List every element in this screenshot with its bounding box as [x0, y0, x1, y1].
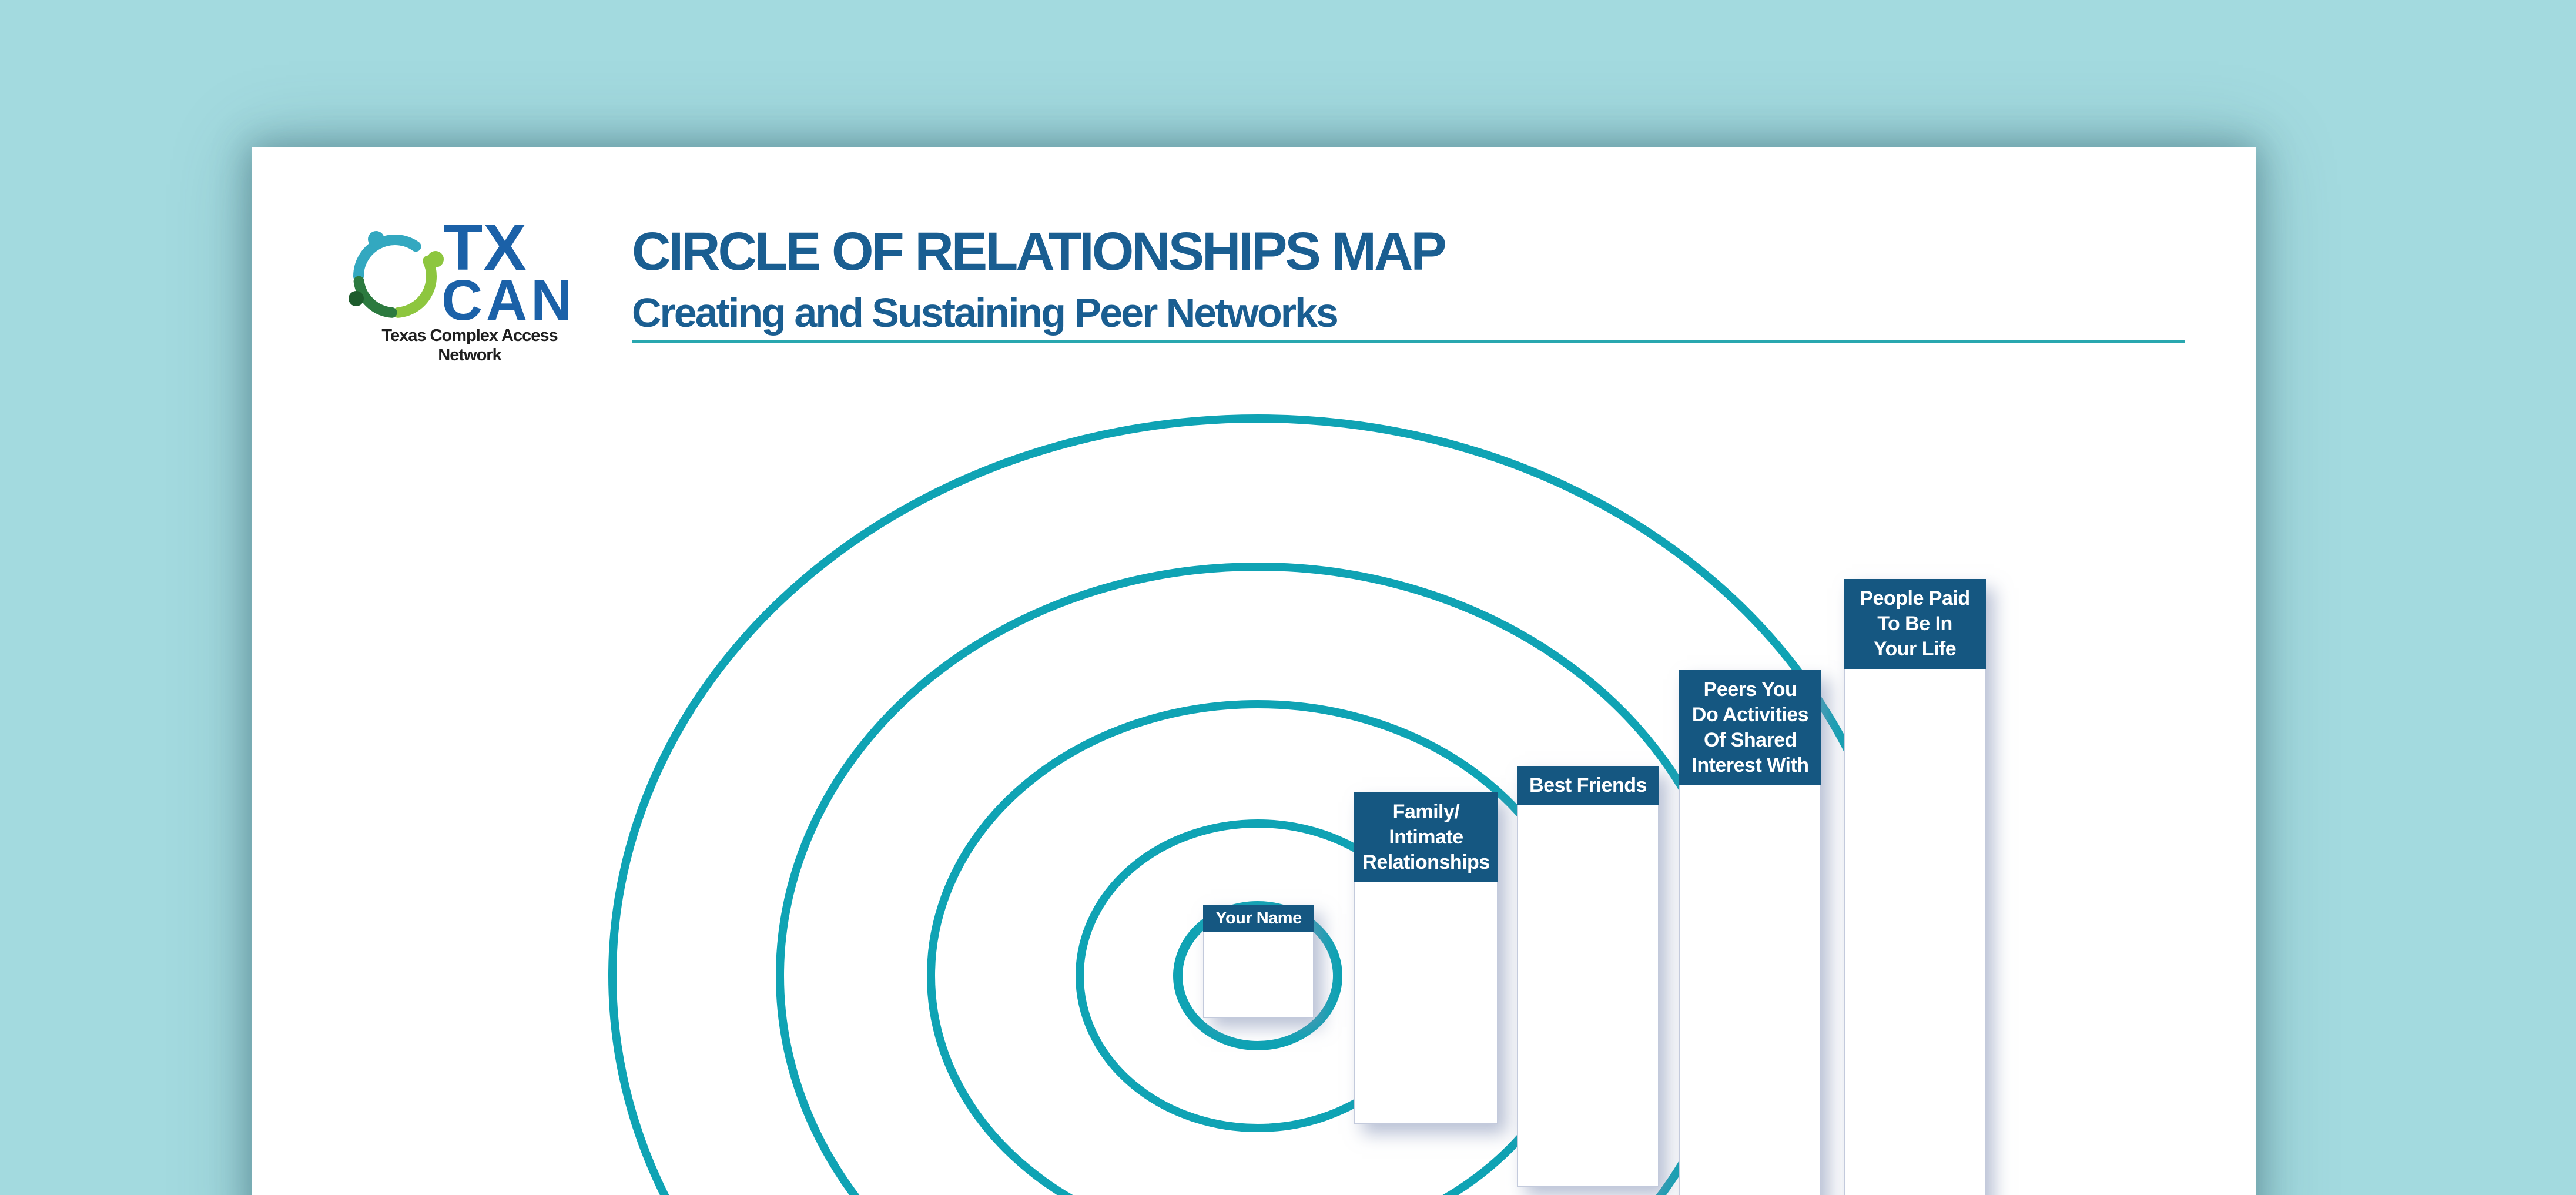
- card-header-line: Peers You: [1703, 678, 1797, 701]
- card-header-line: People Paid: [1860, 587, 1970, 610]
- card-header: People Paid To Be In Your Life: [1844, 579, 1986, 669]
- card-header-line: Family/: [1392, 801, 1460, 823]
- card-write-in-area: [1844, 669, 1986, 1195]
- card-write-in-area: [1203, 932, 1314, 1018]
- logo-tx-text: TX: [443, 212, 527, 284]
- card-header-line: To Be In: [1877, 612, 1952, 635]
- card-write-in-area: [1517, 805, 1659, 1187]
- card-header-line: Interest With: [1691, 754, 1809, 776]
- ring-card-people-paid: People Paid To Be In Your Life: [1844, 579, 1986, 1195]
- people-circle-icon: [349, 231, 444, 318]
- logo-can-text: CAN: [441, 268, 576, 332]
- card-header: Best Friends: [1517, 766, 1659, 805]
- logo-tagline: Texas Complex Access Network: [381, 326, 558, 364]
- card-header-line: Intimate: [1389, 826, 1463, 848]
- page-subtitle: Creating and Sustaining Peer Networks: [632, 290, 1339, 336]
- card-header-line: Do Activities: [1691, 704, 1809, 726]
- title-underline: [632, 340, 2185, 343]
- center-card-your-name: Your Name: [1203, 905, 1314, 1018]
- card-header: Your Name: [1203, 905, 1314, 932]
- card-header-line: Of Shared: [1704, 729, 1797, 751]
- ring-card-best-friends: Best Friends: [1517, 766, 1659, 1187]
- page-title: CIRCLE OF RELATIONSHIPS MAP: [632, 222, 1447, 282]
- card-write-in-area: [1679, 785, 1821, 1195]
- card-header-line: Your Name: [1215, 909, 1302, 928]
- ring-card-peers: Peers You Do Activities Of Shared Intere…: [1679, 670, 1821, 1195]
- card-write-in-area: [1354, 882, 1498, 1124]
- ring-card-family: Family/ Intimate Relationships: [1354, 792, 1498, 1124]
- card-header-line: Your Life: [1873, 638, 1957, 660]
- card-header-line: Relationships: [1362, 851, 1490, 873]
- card-header: Peers You Do Activities Of Shared Intere…: [1679, 670, 1821, 785]
- card-header: Family/ Intimate Relationships: [1354, 792, 1498, 882]
- card-header-line: Best Friends: [1529, 774, 1647, 796]
